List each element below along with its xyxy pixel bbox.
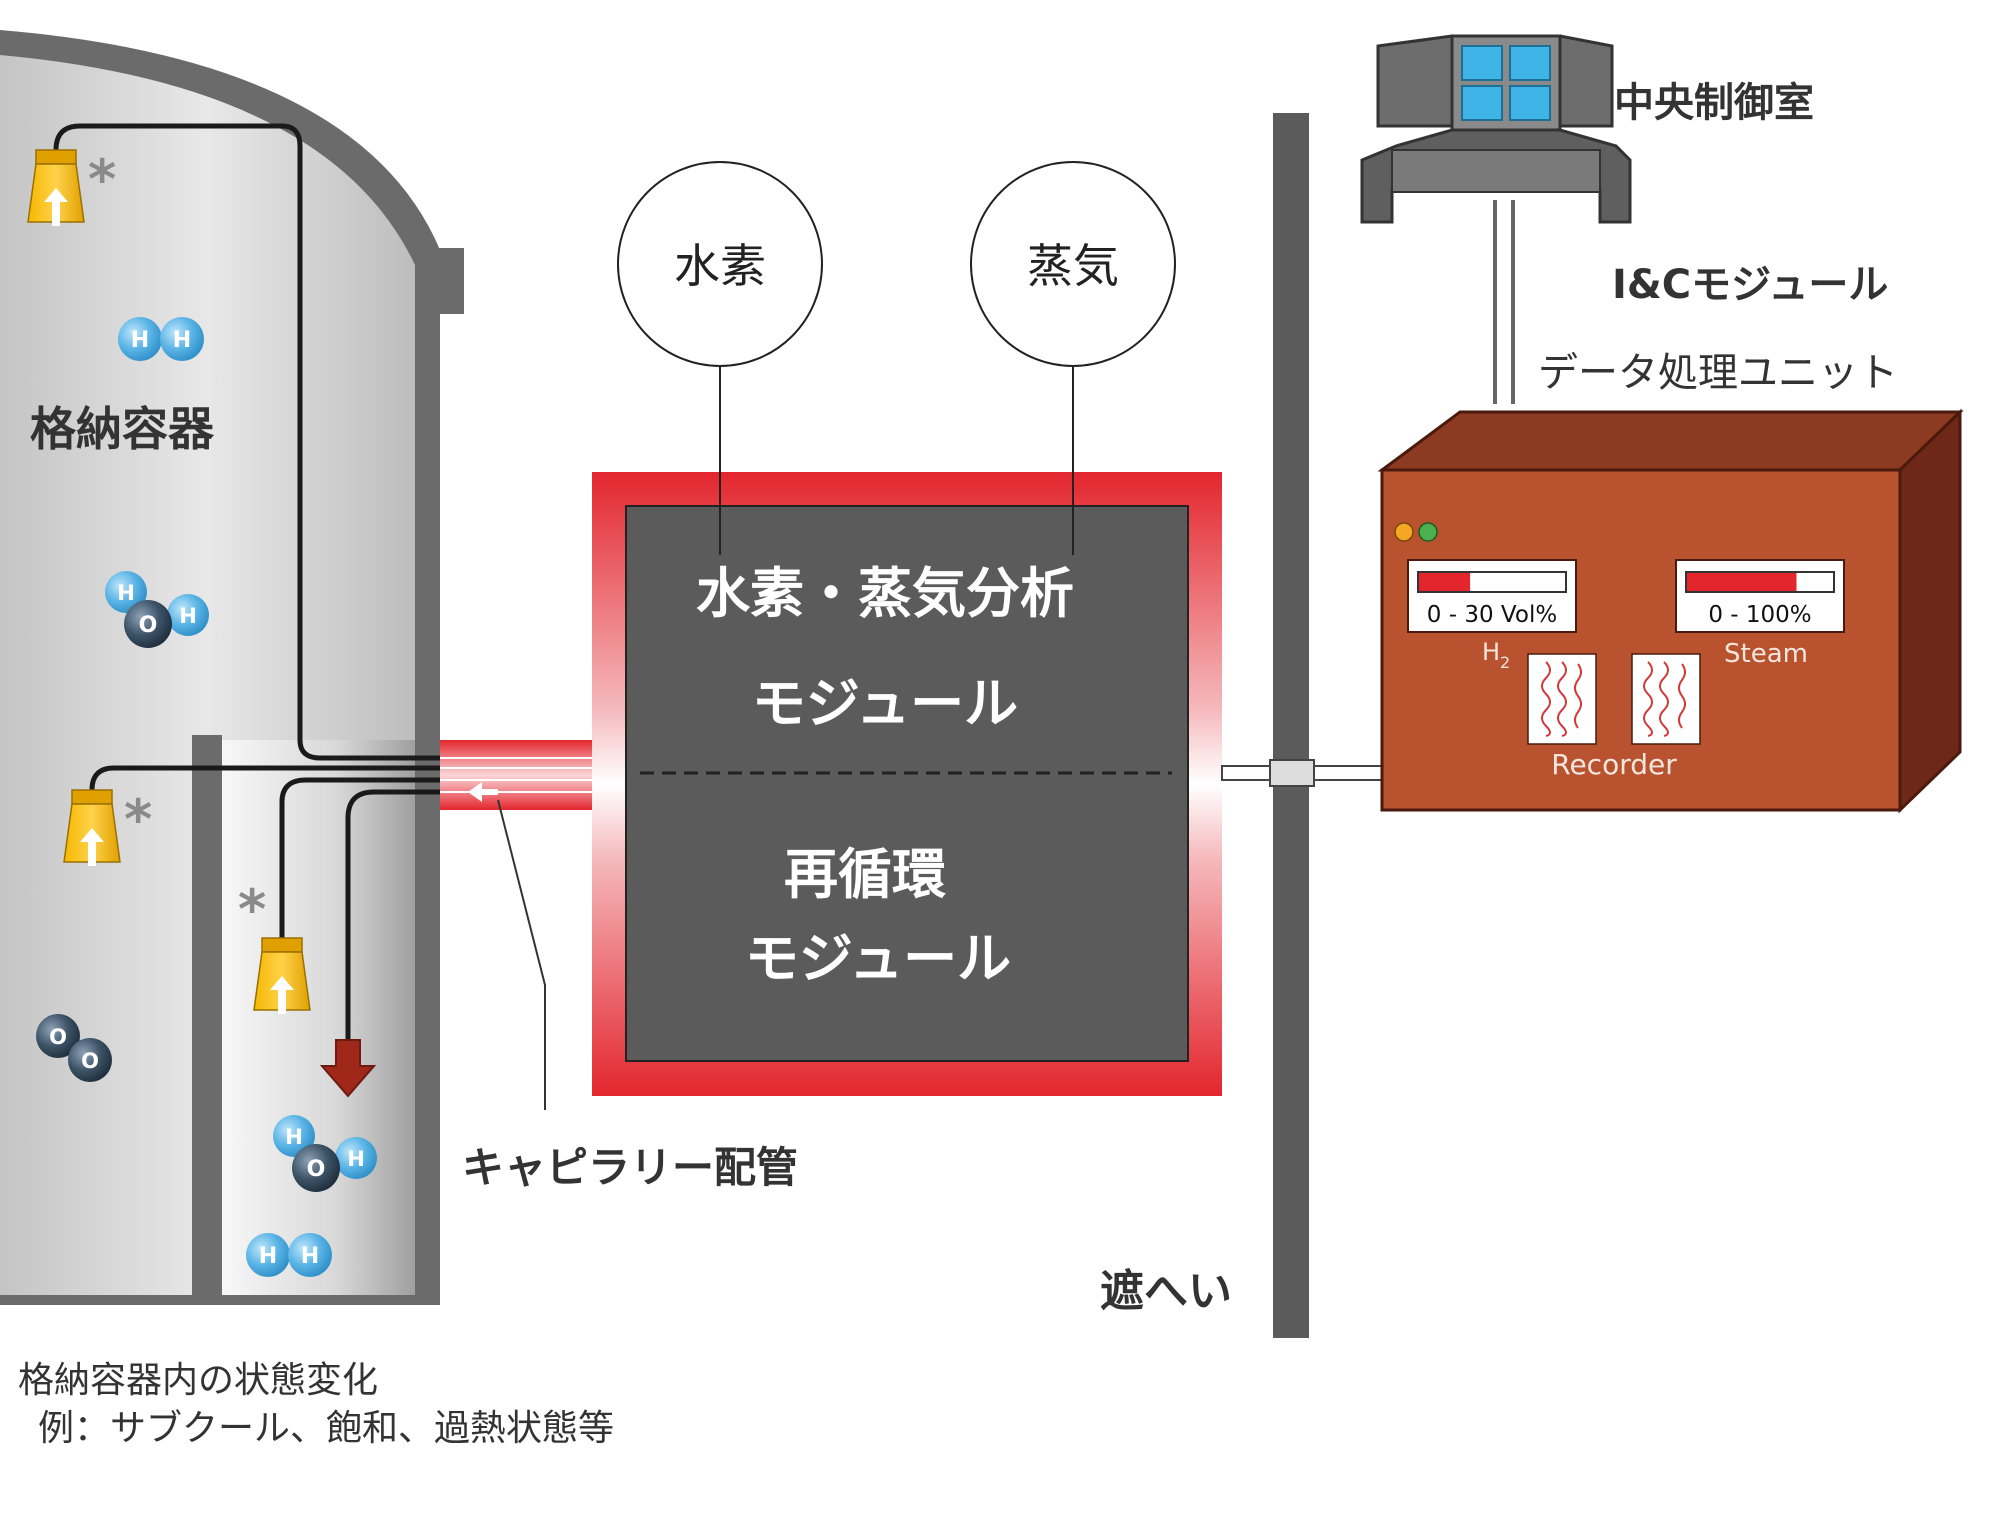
svg-text:H: H: [173, 328, 191, 353]
containment-caption-line1: 格納容器内の状態変化: [18, 1360, 378, 1401]
sensor-mid-marker: *: [124, 788, 152, 851]
capillary-label: キャピラリー配管: [462, 1143, 798, 1192]
sampling-line-mid: [89, 765, 620, 791]
data-unit-top: [1377, 410, 1964, 472]
containment-inner-wall: [192, 735, 222, 1305]
containment-caption-line2: 例：サブクール、飽和、過熱状態等: [38, 1408, 614, 1449]
return-arrow-icon: [319, 1039, 377, 1098]
sensor-low-cap: [261, 937, 303, 953]
molecule-o2: O O: [36, 1014, 112, 1082]
data-processing-unit: データ処理ユニット 0 - 30 Vol% H2 0 - 100% Steam: [1377, 350, 1964, 814]
molecule-h2-top: H H: [118, 317, 204, 361]
molecule-h2o-upper: H H O: [105, 571, 209, 648]
analyzer-title-line1: 水素・蒸気分析: [696, 562, 1074, 625]
capillary-pipe-band: [440, 740, 620, 810]
svg-text:O: O: [307, 1157, 326, 1182]
gauge-h2-range: 0 - 30 Vol%: [1427, 602, 1557, 628]
status-led-orange: [1394, 522, 1414, 542]
sensor-low-arrow-icon: [270, 976, 294, 1014]
svg-text:H: H: [179, 604, 197, 628]
svg-text:O: O: [139, 613, 158, 638]
steam-circle: [970, 161, 1176, 367]
steam-circle-label: 蒸気: [1027, 239, 1119, 293]
return-line: [345, 789, 620, 1050]
status-led-green: [1418, 522, 1438, 542]
analyzer-gray-box: [625, 505, 1189, 1062]
recorder-right: [1631, 653, 1701, 745]
gauge-h2-name: H2: [1482, 638, 1510, 672]
shield-label: 遮へい: [1100, 1266, 1232, 1317]
sensor-mid-arrow-icon: [80, 828, 104, 866]
data-unit-front: [1380, 468, 1902, 812]
sensor-top-cap: [35, 149, 77, 165]
shield-wall: [1273, 113, 1309, 1338]
molecule-h2o-lower: H H O: [273, 1115, 377, 1192]
control-room-label: 中央制御室: [1614, 80, 1814, 126]
gauge-steam-name: Steam: [1724, 639, 1808, 669]
sensor-top: [27, 149, 85, 226]
svg-text:O: O: [81, 1049, 99, 1073]
capillary-leader-line: [497, 799, 546, 1110]
capillary-pipe: [440, 740, 620, 810]
signal-cable: [1221, 759, 1383, 787]
sensor-low-marker: *: [238, 878, 266, 941]
containment-nozzle: [436, 248, 464, 314]
svg-text:H: H: [117, 581, 135, 605]
svg-text:H: H: [347, 1147, 365, 1171]
gauge-steam-range: 0 - 100%: [1708, 602, 1811, 628]
sensor-low: [253, 937, 311, 1014]
sampling-line-top: [53, 123, 620, 761]
sampling-line-low: [279, 777, 620, 938]
gauge-h2-fill: [1419, 573, 1471, 591]
steam-indicator: 蒸気: [970, 161, 1176, 555]
analyzer-module: 水素・蒸気分析 モジュール 再循環 モジュール: [592, 472, 1222, 1096]
recorder-label: Recorder: [1551, 748, 1677, 781]
hydrogen-indicator: 水素: [617, 161, 823, 555]
svg-text:H: H: [285, 1125, 303, 1149]
control-room: 中央制御室 I&Cモジュール: [1360, 34, 1888, 404]
containment-vessel: 格納容器: [0, 30, 464, 1305]
svg-text:H: H: [131, 328, 149, 353]
data-unit-label: データ処理ユニット: [1538, 350, 1898, 396]
hydrogen-circle-label: 水素: [674, 239, 766, 293]
gauge-h2: 0 - 30 Vol%: [1407, 559, 1577, 633]
ic-module-label: I&Cモジュール: [1612, 262, 1888, 308]
sensor-mid: [63, 789, 121, 866]
svg-text:H: H: [301, 1244, 319, 1269]
svg-text:O: O: [49, 1025, 67, 1049]
analyzer-title-line2: モジュール: [752, 672, 1018, 735]
svg-text:H: H: [259, 1244, 277, 1269]
sensor-top-marker: *: [88, 148, 116, 211]
containment-label: 格納容器: [30, 402, 215, 456]
recirc-title-line2: モジュール: [745, 927, 1011, 990]
hydrogen-circle: [617, 161, 823, 367]
sensor-top-arrow-icon: [44, 188, 68, 226]
sensor-mid-cap: [71, 789, 113, 805]
gauge-steam: 0 - 100%: [1675, 559, 1845, 633]
recirc-title-line1: 再循環: [784, 843, 946, 906]
containment-inner-compartment: [220, 740, 415, 1295]
data-unit-side: [1898, 408, 1962, 814]
molecule-h2-lower: H H: [246, 1233, 332, 1277]
gauge-steam-fill: [1687, 573, 1797, 591]
capillary-flow-arrow-icon: [468, 782, 498, 802]
recorder-left: [1527, 653, 1597, 745]
